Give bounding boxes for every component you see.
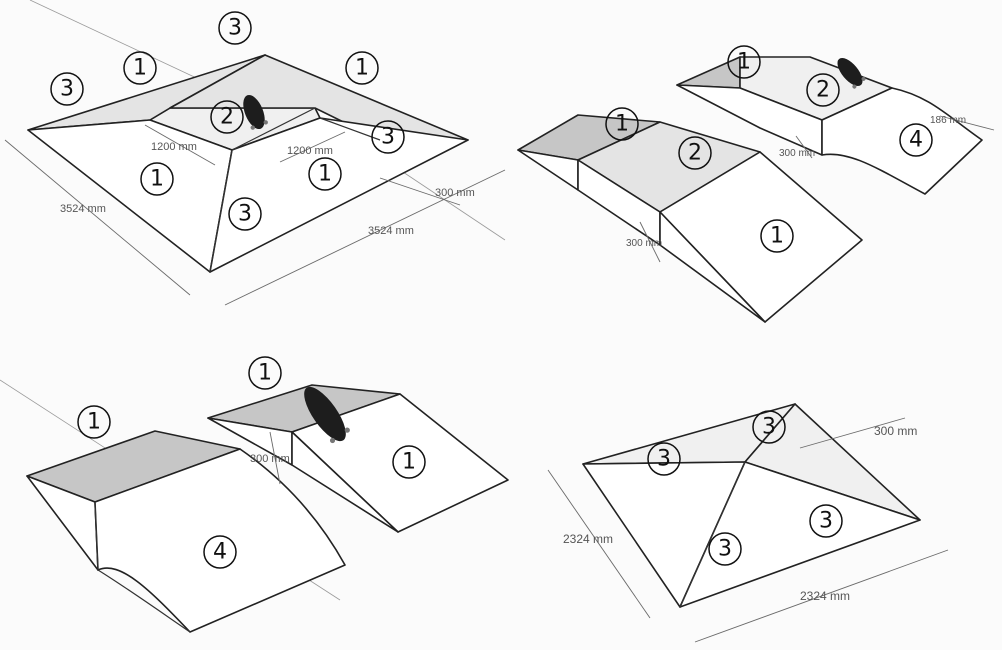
face-number-badge: 3 bbox=[228, 197, 262, 231]
dimension-line bbox=[795, 135, 813, 159]
face-number-badge: 4 bbox=[203, 535, 237, 569]
svg-text:1: 1 bbox=[770, 224, 784, 249]
svg-text:1: 1 bbox=[737, 50, 751, 75]
face-number-badge: 1 bbox=[727, 45, 761, 79]
face-number-badge: 2 bbox=[210, 100, 244, 134]
face-number-badge: 1 bbox=[392, 445, 426, 479]
svg-text:2: 2 bbox=[688, 141, 702, 166]
face-number-badge: 1 bbox=[77, 405, 111, 439]
panel-funbox-kicker: 300 mm 300 mm 186 mm 1 2 1 2 1 4 bbox=[517, 45, 995, 323]
svg-text:1: 1 bbox=[133, 56, 147, 81]
svg-text:1: 1 bbox=[258, 361, 272, 386]
panel-pyramid-box: 1200 mm 1200 mm 300 mm 3524 mm 3524 mm 3… bbox=[4, 0, 506, 306]
skateboard-icon bbox=[837, 57, 866, 89]
panel-quarter-wedge: 300 mm 1 1 1 4 bbox=[0, 356, 509, 633]
front-left-slope-face bbox=[27, 119, 233, 273]
svg-text:3: 3 bbox=[819, 509, 833, 534]
quarter-curved-face bbox=[94, 448, 346, 633]
face-number-badge: 1 bbox=[248, 356, 282, 390]
face-number-badge: 2 bbox=[806, 73, 840, 107]
dim-label-2324-bottom: 2324 mm bbox=[800, 589, 850, 603]
face-number-badge: 1 bbox=[760, 219, 794, 253]
svg-text:3: 3 bbox=[238, 202, 252, 227]
face-number-badge: 3 bbox=[371, 120, 405, 154]
dim-label-1200-left: 1200 mm bbox=[151, 141, 197, 153]
svg-text:1: 1 bbox=[615, 112, 629, 137]
dimension-line bbox=[799, 417, 906, 449]
dim-label-2324-left: 2324 mm bbox=[563, 532, 613, 546]
dim-label-300: 300 mm bbox=[435, 187, 475, 199]
svg-text:3: 3 bbox=[718, 537, 732, 562]
svg-text:4: 4 bbox=[909, 128, 923, 153]
dim-label-186: 186 mm bbox=[930, 115, 966, 126]
svg-text:1: 1 bbox=[355, 56, 369, 81]
face-number-badge: 2 bbox=[678, 136, 712, 170]
ridge-line bbox=[231, 107, 316, 151]
quarter-edge bbox=[94, 501, 99, 571]
svg-text:2: 2 bbox=[816, 78, 830, 103]
svg-text:3: 3 bbox=[762, 415, 776, 440]
ridge-line bbox=[679, 461, 746, 608]
curved-ramp-face bbox=[821, 87, 983, 195]
face-number-badge: 1 bbox=[123, 51, 157, 85]
face-number-badge: 4 bbox=[899, 123, 933, 157]
face-number-badge: 3 bbox=[50, 72, 84, 106]
dimension-line bbox=[639, 221, 661, 263]
skateboard-icon bbox=[243, 94, 268, 130]
dimension-line bbox=[279, 131, 346, 163]
dimension-line bbox=[547, 469, 651, 619]
dimension-line bbox=[269, 431, 281, 485]
svg-text:1: 1 bbox=[150, 167, 164, 192]
panel-pyramid: 300 mm 2324 mm 2324 mm 3 3 3 3 bbox=[547, 403, 949, 643]
dimension-line bbox=[144, 124, 216, 166]
dim-label-300: 300 mm bbox=[250, 453, 290, 465]
svg-text:3: 3 bbox=[657, 447, 671, 472]
face-number-badge: 1 bbox=[345, 51, 379, 85]
face-number-badge: 3 bbox=[752, 410, 786, 444]
dimension-line bbox=[224, 169, 506, 306]
ramp-side-face bbox=[659, 211, 766, 323]
dimension-line bbox=[379, 177, 461, 206]
dim-label-1200-right: 1200 mm bbox=[287, 145, 333, 157]
dim-label-300-front: 300 mm bbox=[626, 238, 662, 249]
svg-text:1: 1 bbox=[402, 450, 416, 475]
ridge-line bbox=[319, 117, 381, 141]
svg-text:1: 1 bbox=[87, 410, 101, 435]
face-number-badge: 1 bbox=[140, 162, 174, 196]
face-number-badge: 3 bbox=[809, 504, 843, 538]
dim-label-300: 300 mm bbox=[874, 424, 917, 438]
face-number-badge: 1 bbox=[605, 107, 639, 141]
svg-text:4: 4 bbox=[213, 540, 227, 565]
dim-label-3524-right: 3524 mm bbox=[368, 225, 414, 237]
face-number-badge: 1 bbox=[308, 157, 342, 191]
dim-label-300-back: 300 mm bbox=[779, 148, 815, 159]
dimension-line bbox=[4, 139, 191, 296]
face-number-badge: 3 bbox=[218, 11, 252, 45]
guide-line bbox=[29, 0, 206, 83]
back-top-face bbox=[676, 56, 741, 89]
svg-text:2: 2 bbox=[220, 105, 234, 130]
face-number-badge: 3 bbox=[647, 442, 681, 476]
ridge-line bbox=[209, 149, 233, 273]
dimension-line bbox=[939, 115, 995, 131]
dim-label-3524-left: 3524 mm bbox=[60, 203, 106, 215]
svg-text:3: 3 bbox=[60, 77, 74, 102]
wedge-front-face bbox=[291, 431, 399, 533]
quarter-edge bbox=[97, 569, 191, 633]
svg-text:3: 3 bbox=[381, 125, 395, 150]
face-number-badge: 3 bbox=[708, 532, 742, 566]
svg-text:3: 3 bbox=[228, 16, 242, 41]
skateboard-icon bbox=[304, 386, 350, 444]
svg-text:1: 1 bbox=[318, 162, 332, 187]
dimension-line bbox=[694, 549, 949, 643]
